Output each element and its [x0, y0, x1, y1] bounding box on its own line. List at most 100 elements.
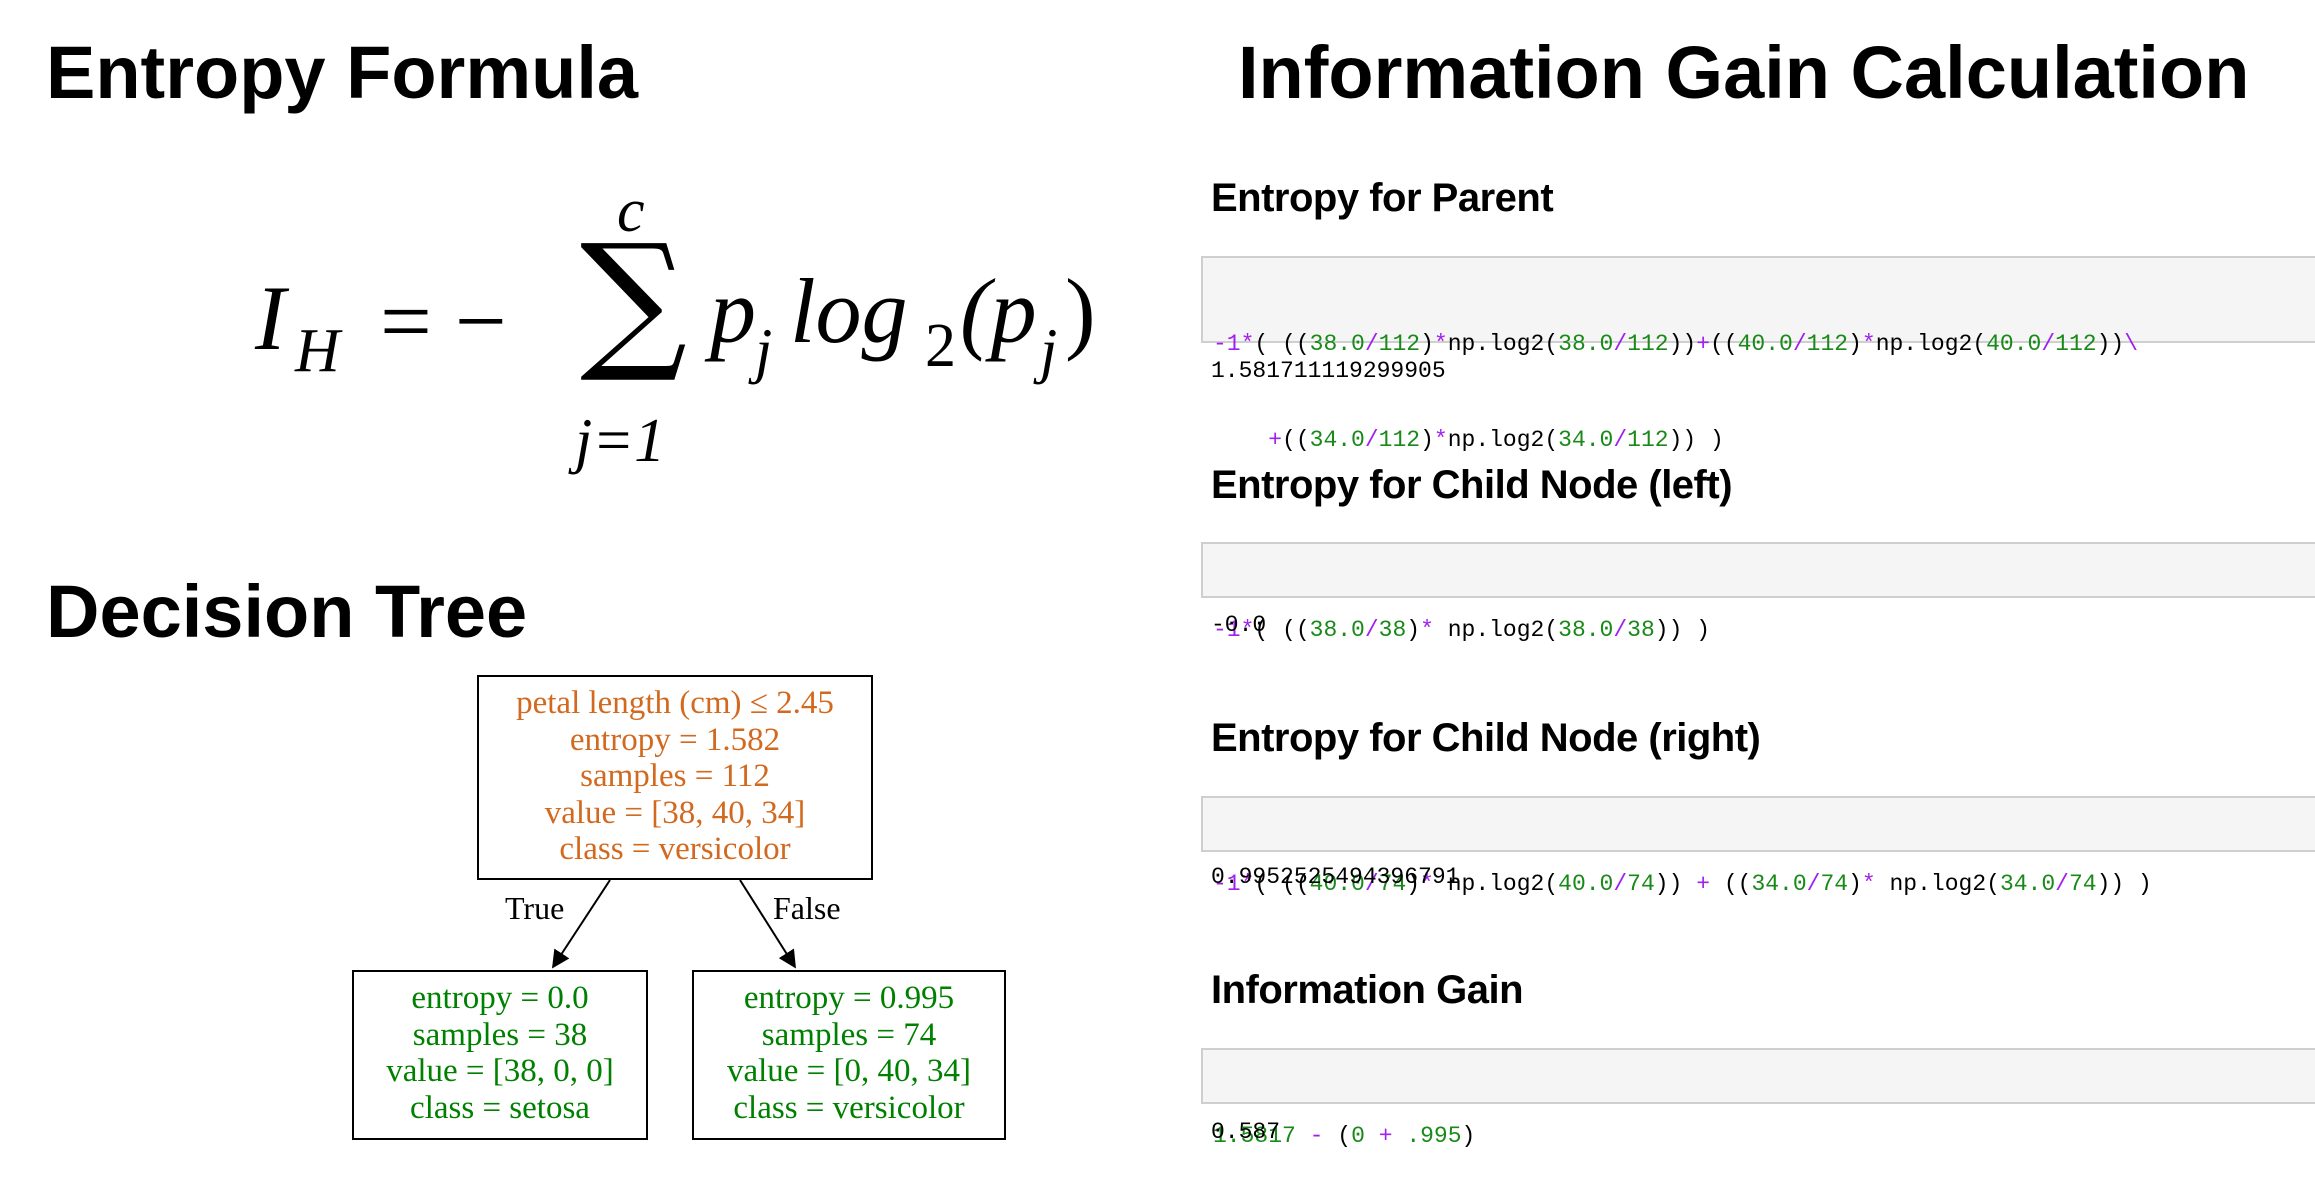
code-line: +((34.0/112)*np.log2(34.0/112)) ) [1213, 424, 2315, 456]
code-token: * [1861, 331, 1876, 357]
code-token: np.log2( [1447, 427, 1559, 453]
code-token: 40.0 [1309, 871, 1365, 897]
code-token: -1* [1213, 871, 1255, 897]
section-left-heading: Entropy for Child Node (left) [1211, 463, 1733, 507]
code-token: ) [1420, 427, 1434, 453]
code-cell-gain[interactable]: 1.5817 - (0 + .995) [1201, 1048, 2315, 1149]
code-token [1393, 1123, 1407, 1149]
code-line: -1*( ((40.0/74)* np.log2(40.0/74)) + ((3… [1213, 868, 2315, 900]
code-token: / [1364, 871, 1379, 897]
code-token: )) [1668, 331, 1697, 357]
code-token: np.log2( [1433, 871, 1559, 897]
code-token: / [2055, 871, 2069, 897]
code-cell-left[interactable]: -1*( ((38.0/38)* np.log2(38.0/38)) ) [1201, 542, 2315, 643]
output-right: 0.9952525494396791 [1211, 864, 1460, 890]
left-line: samples = 38 [412, 1016, 588, 1053]
code-token: ) [1406, 871, 1421, 897]
code-token: -1* [1213, 617, 1255, 643]
section-gain-heading: Information Gain [1211, 968, 1524, 1012]
code-token: )) [2096, 331, 2125, 357]
code-token: 34.0 [1309, 427, 1365, 453]
code-token: ) [1420, 331, 1434, 357]
tree-right-node: entropy = 0.995 samples = 74 value = [0,… [692, 970, 1006, 1140]
code-token: 34.0 [1999, 871, 2056, 897]
edge-false-label: False [773, 890, 841, 926]
code-token: / [1806, 871, 1821, 897]
code-token: + [1696, 871, 1711, 897]
decision-tree-title: Decision Tree [46, 570, 528, 653]
entropy-formula-title: Entropy Formula [46, 31, 639, 114]
code-token: + [1696, 331, 1711, 357]
output-parent: 1.581711119299905 [1211, 358, 1446, 384]
formula-equals-minus: = − [380, 270, 507, 372]
edge-true-label: True [505, 890, 565, 926]
output-left: -0.0 [1211, 612, 1267, 638]
code-token: 1.5817 [1213, 1123, 1296, 1149]
tree-left-node: entropy = 0.0 samples = 38 value = [38, … [352, 970, 648, 1140]
code-token: 74 [1378, 871, 1407, 897]
information-gain-title: Information Gain Calculation [1238, 31, 2250, 114]
code-token [1296, 1123, 1310, 1149]
code-token: * [1861, 871, 1876, 897]
right-line: entropy = 0.995 [743, 980, 955, 1016]
code-token: * [1433, 331, 1448, 357]
root-line: samples = 112 [580, 758, 770, 794]
code-token: 38 [1378, 617, 1407, 643]
code-token [1213, 427, 1268, 453]
code-token: - [1309, 1123, 1324, 1149]
code-token: / [1613, 331, 1628, 357]
code-token: 38.0 [1309, 331, 1365, 357]
code-token: / [1364, 617, 1379, 643]
code-token: * [1420, 871, 1434, 897]
formula-paren-close: ) [1065, 260, 1096, 362]
code-token: / [1613, 427, 1628, 453]
section-right-heading: Entropy for Child Node (right) [1211, 716, 1761, 760]
code-line: -1*( ((38.0/38)* np.log2(38.0/38)) ) [1213, 614, 2315, 646]
formula-paren-p-sub-j: j [1040, 317, 1058, 385]
code-token: / [1364, 331, 1379, 357]
code-token: * [1433, 427, 1448, 453]
formula-sub-H: H [295, 317, 340, 385]
code-token: ( [1323, 1123, 1352, 1149]
code-token: * [1420, 617, 1434, 643]
entropy-formula: I H = − c ∑ j=1 p j log 2 (p j ) [250, 170, 1130, 490]
code-token: np.log2( [1447, 331, 1559, 357]
formula-I: I [255, 267, 286, 369]
code-token: 112 [1627, 427, 1669, 453]
code-token: 112 [1627, 331, 1669, 357]
code-line: 1.5817 - (0 + .995) [1213, 1120, 2315, 1152]
code-token: ) [1848, 331, 1862, 357]
root-line: petal length (cm) ≤ 2.45 [516, 685, 834, 721]
formula-paren-p: (p [960, 260, 1037, 362]
formula-lower-limit: j=1 [575, 407, 666, 475]
code-token: + [1268, 427, 1283, 453]
right-line: samples = 74 [761, 1016, 937, 1053]
code-token: np.log2( [1875, 871, 2000, 897]
formula-log-sub-2: 2 [925, 312, 956, 380]
code-token: ) [1848, 871, 1862, 897]
code-token: ) [1406, 617, 1421, 643]
code-token: 112 [2055, 331, 2097, 357]
code-token: .995 [1406, 1123, 1462, 1149]
code-token: 38.0 [1309, 617, 1365, 643]
code-token: \ [2124, 331, 2138, 357]
section-parent-heading: Entropy for Parent [1211, 176, 1554, 220]
code-token: ( (( [1254, 331, 1310, 357]
code-token: 74 [1627, 871, 1655, 897]
code-token: 38.0 [1558, 331, 1614, 357]
code-cell-right[interactable]: -1*( ((40.0/74)* np.log2(40.0/74)) + ((3… [1201, 796, 2315, 897]
left-line: value = [38, 0, 0] [386, 1053, 614, 1089]
code-token: / [1364, 427, 1379, 453]
formula-log: log [790, 260, 908, 362]
code-token: )) ) [1654, 617, 1710, 643]
code-token: / [1613, 871, 1628, 897]
code-token: (( [1710, 331, 1738, 357]
formula-p-sub-j: j [755, 317, 773, 385]
formula-p: p [710, 260, 756, 362]
tree-root-node: petal length (cm) ≤ 2.45 entropy = 1.582… [477, 675, 873, 880]
output-gain: 0.587 [1211, 1119, 1281, 1145]
code-token: 40.0 [1986, 331, 2042, 357]
code-cell-parent[interactable]: -1*( ((38.0/112)*np.log2(38.0/112))+((40… [1201, 256, 2315, 453]
left-line: class = setosa [410, 1089, 590, 1126]
code-token: 38 [1627, 617, 1655, 643]
